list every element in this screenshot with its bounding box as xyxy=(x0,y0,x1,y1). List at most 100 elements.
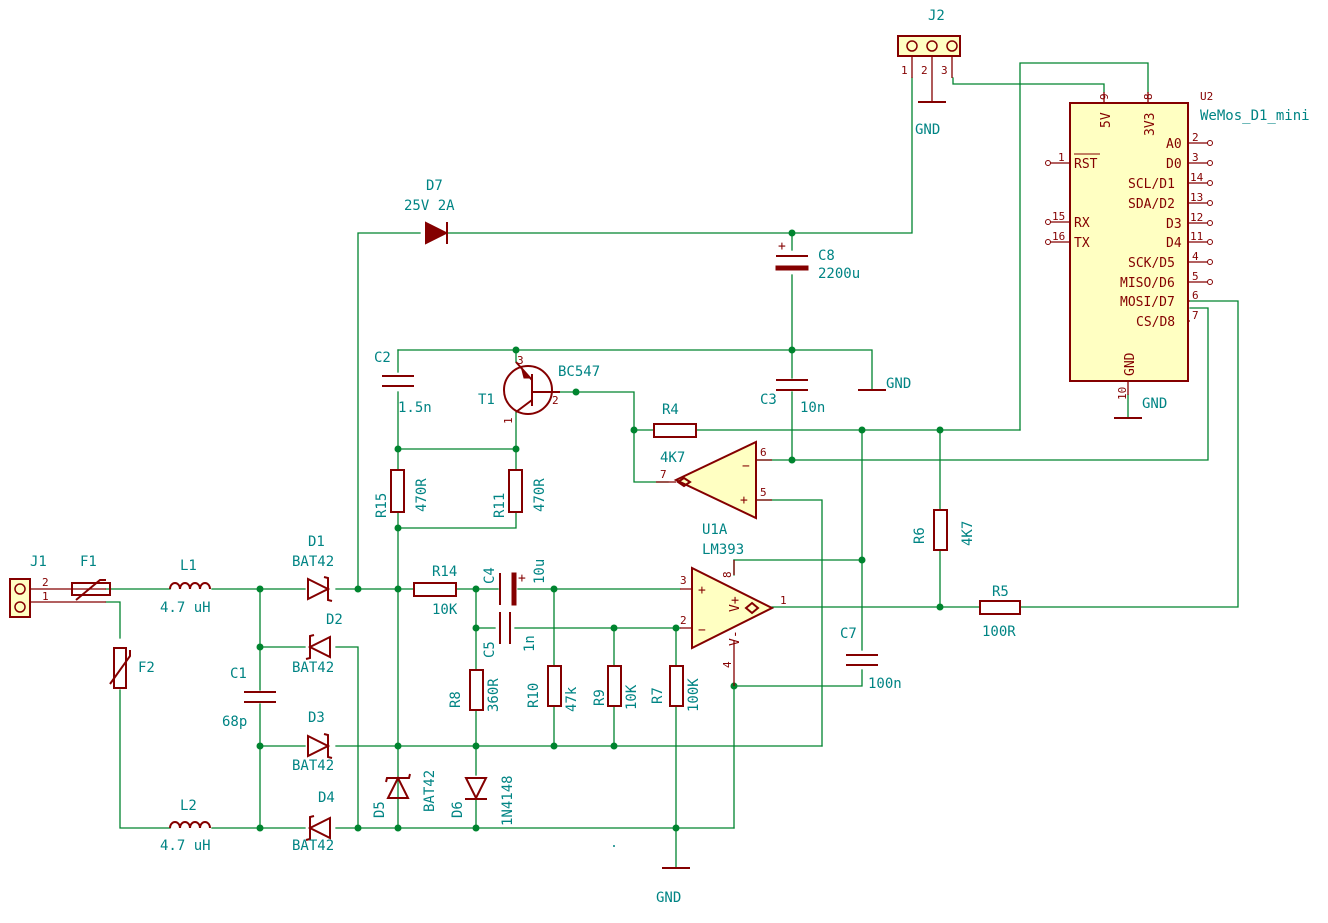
d7-ref: D7 xyxy=(426,178,443,194)
inductor-l2: L2 4.7 uH xyxy=(160,798,211,854)
u1-ref: U1A xyxy=(702,522,728,538)
t1-pin-3: 3 xyxy=(517,354,524,367)
d5-ref: D5 xyxy=(372,801,388,818)
t1-pin-1: 1 xyxy=(502,417,515,424)
c7-value: 100n xyxy=(868,676,902,692)
u2-num-14: 14 xyxy=(1190,171,1204,184)
u2-num-1: 1 xyxy=(1058,151,1065,164)
junction-dot xyxy=(858,556,866,564)
resistor-r10: R10 47k xyxy=(526,665,580,712)
r6-value: 4K7 xyxy=(960,521,976,546)
junction-dot xyxy=(550,742,558,750)
junction-dot xyxy=(472,742,480,750)
junction-dot xyxy=(572,388,580,396)
u2-pin-gnd: GND xyxy=(1123,352,1138,376)
c1-value: 68p xyxy=(222,714,247,730)
d3-ref: D3 xyxy=(308,710,325,726)
f1-ref: F1 xyxy=(80,554,97,570)
connector-j1: J1 2 1 xyxy=(9,554,106,618)
u2-num-11: 11 xyxy=(1190,230,1203,243)
diode-d7: D7 25V 2A xyxy=(404,178,455,245)
d2-ref: D2 xyxy=(326,612,343,628)
u2-num-8: 8 xyxy=(1142,93,1155,100)
junction-dot xyxy=(256,742,264,750)
u2-num-10: 10 xyxy=(1116,387,1129,400)
u2-pin-d4: D4 xyxy=(1166,236,1182,251)
r11-ref: R11 xyxy=(492,493,508,518)
l2-value: 4.7 uH xyxy=(160,838,211,854)
junction-dot xyxy=(472,585,480,593)
u1-pin-3: 3 xyxy=(680,574,687,587)
r7-ref: R7 xyxy=(650,687,666,704)
resistor-r14: R14 10K xyxy=(413,564,458,618)
u2-num-13: 13 xyxy=(1190,191,1203,204)
l1-value: 4.7 uH xyxy=(160,600,211,616)
r6-ref: R6 xyxy=(912,527,928,544)
junction-dot xyxy=(550,585,558,593)
junction-dot xyxy=(394,824,402,832)
r9-value: 10K xyxy=(624,684,640,710)
c8-value: 2200u xyxy=(818,266,860,282)
junction-dot xyxy=(672,624,680,632)
u2-pin-d6: MISO/D6 xyxy=(1120,276,1175,291)
junction-dot xyxy=(354,824,362,832)
capacitor-c3: C3 10n GND xyxy=(760,376,911,416)
j2-pin-2: 2 xyxy=(921,64,928,77)
junction-dot xyxy=(394,445,402,453)
junction-dot xyxy=(672,824,680,832)
connector-j2: J2 1 2 3 GND xyxy=(897,8,961,138)
c7-ref: C7 xyxy=(840,626,857,642)
resistor-r8: R8 360R xyxy=(448,669,502,712)
u2-num-6: 6 xyxy=(1192,289,1199,302)
u1-value: LM393 xyxy=(702,542,744,558)
l1-ref: L1 xyxy=(180,558,197,574)
resistor-r9: R9 10K xyxy=(592,665,640,710)
u2-num-7: 7 xyxy=(1192,309,1199,322)
junction-dot xyxy=(394,524,402,532)
c2-value: 1.5n xyxy=(398,400,432,416)
junctions xyxy=(256,229,944,832)
u2-num-2: 2 xyxy=(1192,131,1199,144)
ground-symbol: GND xyxy=(656,867,690,906)
r4-value: 4K7 xyxy=(660,450,685,466)
junction-dot xyxy=(394,585,402,593)
junction-dot xyxy=(256,585,264,593)
u2-pin-3v3: 3V3 xyxy=(1143,113,1158,136)
u1b-plus: + xyxy=(740,493,748,508)
fuse-f2: F2 xyxy=(109,647,155,689)
r8-ref: R8 xyxy=(448,691,464,708)
j2-pin-1: 1 xyxy=(901,64,908,77)
resistor-r6: R6 4K7 xyxy=(912,509,976,551)
u2-pin-d0: D0 xyxy=(1166,157,1182,172)
junction-dot xyxy=(788,346,796,354)
diode-d6: D6 1N4148 xyxy=(450,775,516,826)
u1-pin-2: 2 xyxy=(680,614,687,627)
u2-pin-d3: D3 xyxy=(1166,217,1182,232)
svg-text:+: + xyxy=(518,571,526,586)
u1-pin-8: 8 xyxy=(721,571,734,578)
u2-value: WeMos_D1_mini xyxy=(1200,108,1310,124)
r5-ref: R5 xyxy=(992,584,1009,600)
u1b-minus: − xyxy=(742,459,750,474)
r8-value: 360R xyxy=(486,678,502,712)
diode-d1: D1 BAT42 xyxy=(292,534,334,602)
d4-value: BAT42 xyxy=(292,838,334,854)
junction-dot xyxy=(472,624,480,632)
u2-num-4: 4 xyxy=(1192,250,1199,263)
diode-d2: D2 BAT42 xyxy=(292,612,343,676)
junction-dot xyxy=(788,456,796,464)
gnd-label: GND xyxy=(656,890,681,906)
capacitor-c5: C5 1n xyxy=(482,612,538,658)
resistor-r4: R4 xyxy=(653,402,697,438)
u2-pin-5v: 5V xyxy=(1099,112,1114,128)
d6-ref: D6 xyxy=(450,801,466,818)
junction-dot xyxy=(630,426,638,434)
u2-pin-d8: CS/D8 xyxy=(1136,315,1175,330)
resistor-r15: R15 470R xyxy=(374,469,430,518)
u2-pin-rx: RX xyxy=(1074,216,1090,231)
u1-pin-1: 1 xyxy=(780,594,787,607)
u1-pin-7: 7 xyxy=(660,468,667,481)
u1a-vplus: V+ xyxy=(728,596,743,612)
junction-dot xyxy=(256,643,264,651)
